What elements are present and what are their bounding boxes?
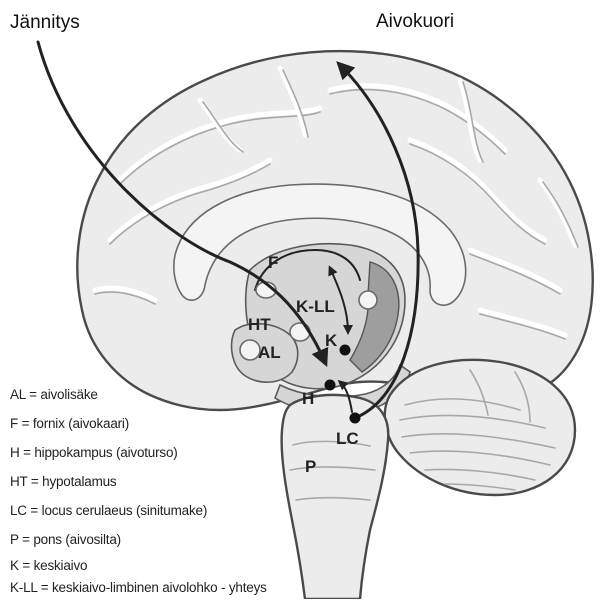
legend-line: AL = aivolisäke: [10, 387, 98, 402]
brainstem: [282, 395, 389, 599]
label-ht: HT: [248, 315, 271, 334]
legend-line: P = pons (aivosilta): [10, 532, 121, 547]
cerebellum: [385, 360, 575, 495]
k-dot: [340, 345, 351, 356]
legend-line: LC = locus cerulaeus (sinitumake): [10, 503, 207, 518]
legend: AL = aivolisäke F = fornix (aivokaari) H…: [10, 387, 267, 595]
lc-dot: [350, 413, 361, 424]
label-k: K: [325, 331, 338, 350]
label-lc: LC: [336, 429, 359, 448]
al-structure: [240, 340, 260, 360]
legend-line: K = keskiaivo: [10, 558, 87, 573]
label-p: P: [305, 457, 316, 476]
legend-line: K-LL = keskiaivo-limbinen aivolohko - yh…: [10, 580, 267, 595]
legend-line: F = fornix (aivokaari): [10, 416, 129, 431]
label-h: H: [302, 389, 314, 408]
cortex-label: Aivokuori: [376, 11, 454, 32]
h-dot: [325, 380, 336, 391]
legend-line: HT = hypotalamus: [10, 474, 117, 489]
k-structure: [359, 291, 377, 309]
label-k-ll: K-LL: [296, 297, 335, 316]
stress-label: Jännitys: [10, 12, 80, 33]
legend-line: H = hippokampus (aivoturso): [10, 445, 178, 460]
label-f: F: [268, 253, 278, 272]
label-al: AL: [258, 343, 281, 362]
